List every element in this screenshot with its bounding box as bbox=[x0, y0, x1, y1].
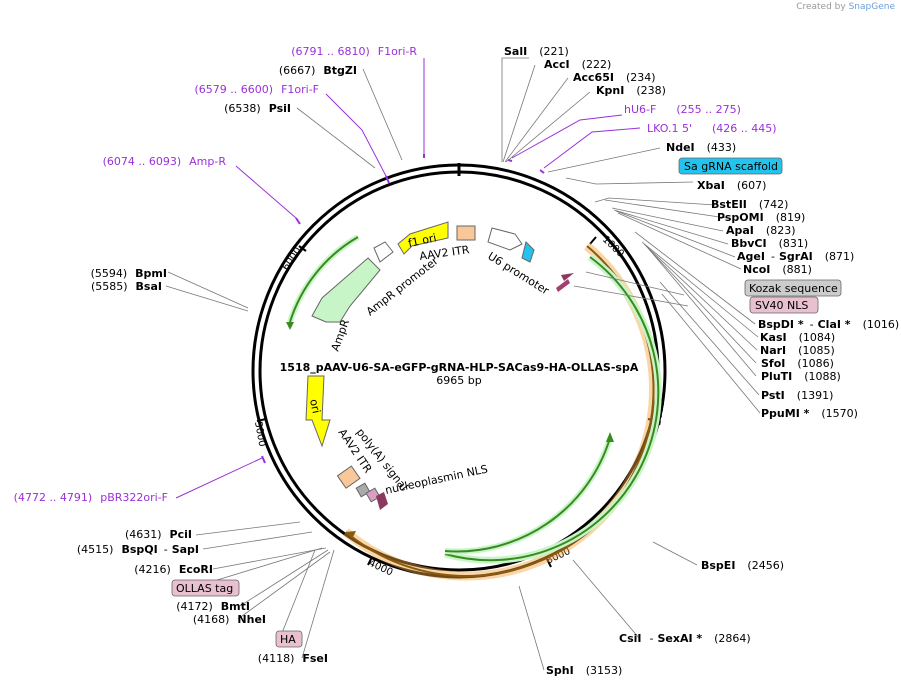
boxed-feature-labels: Sa gRNA scaffold Kozak sequence SV40 NLS… bbox=[171, 157, 842, 648]
inner-features bbox=[286, 221, 535, 510]
sv40-nls-marker bbox=[556, 279, 570, 292]
enzyme-apai: ApaI(823) bbox=[726, 224, 796, 237]
label-kozak-sequence: Kozak sequence bbox=[749, 282, 838, 295]
plasmid-length: 6965 bp bbox=[436, 374, 481, 387]
enzyme-xbai: XbaI(607) bbox=[697, 179, 766, 192]
enzyme-nari: NarI(1085) bbox=[760, 344, 835, 357]
label-sa-grna-scaffold: Sa gRNA scaffold bbox=[684, 160, 778, 173]
credit-prefix: Created by bbox=[796, 2, 846, 12]
primer-markers bbox=[261, 154, 545, 464]
sa-grna-scaffold-box bbox=[678, 157, 783, 175]
enzyme-fsei: (4118)FseI bbox=[258, 652, 328, 665]
enzyme-bbvci: BbvCI(831) bbox=[731, 237, 808, 250]
label-ampr: AmpR bbox=[329, 317, 353, 353]
primer-hu6-f: hU6-F(255 .. 275) bbox=[624, 103, 741, 116]
snapgene-logo-text: SnapGene bbox=[848, 2, 895, 12]
enzyme-agei-sgrai: AgeI-SgrAI(871) bbox=[737, 250, 854, 263]
nucleoplasmin-nls-marker bbox=[376, 492, 388, 510]
aav2-itr-right-box bbox=[336, 465, 361, 489]
primer-pbr322ori-f: (4772 .. 4791)pBR322ori-F bbox=[14, 491, 168, 504]
enzyme-bspdi-clai: BspDI *-ClaI *(1016) bbox=[758, 318, 899, 331]
enzyme-ndei: NdeI(433) bbox=[666, 141, 736, 154]
enzyme-bpmi: (5594)BpmI bbox=[91, 267, 167, 280]
enzyme-sphi: SphI(3153) bbox=[546, 664, 622, 677]
enzyme-bmti: (4172)BmtI bbox=[176, 600, 250, 613]
enzyme-pspomi: PspOMI(819) bbox=[717, 211, 805, 224]
enzyme-bspei: BspEI(2456) bbox=[701, 559, 784, 572]
label-ha: HA bbox=[280, 633, 296, 646]
enzyme-ncoi: NcoI(881) bbox=[743, 263, 812, 276]
label-ollas-tag: OLLAS tag bbox=[176, 582, 233, 595]
plasmid-name: 1518_pAAV-U6-SA-eGFP-gRNA-HLP-SACas9-HA-… bbox=[280, 361, 639, 374]
ampr-promoter-arrow bbox=[373, 241, 394, 263]
enzyme-nhei: (4168)NheI bbox=[193, 613, 266, 626]
ollas-tag-box bbox=[171, 579, 240, 597]
u6-promoter-arrow bbox=[487, 227, 523, 251]
ollas-box bbox=[365, 487, 381, 503]
enzyme-pluti: PluTI(1088) bbox=[761, 370, 841, 383]
aav2-itr-left-box bbox=[456, 225, 476, 241]
enzyme-acci: AccI(222) bbox=[544, 58, 611, 71]
tick-6000: 6000 bbox=[280, 246, 304, 273]
enzyme-kasi: KasI(1084) bbox=[760, 331, 835, 344]
enzyme-csii-sexai: CsiI-SexAI *(2864) bbox=[619, 632, 751, 645]
primer-amp-r: (6074 .. 6093)Amp-R bbox=[103, 155, 227, 168]
enzyme-psti: PstI(1391) bbox=[761, 389, 833, 402]
kozak-marker bbox=[561, 273, 574, 281]
label-ori: ori bbox=[307, 398, 323, 415]
enzyme-acc65i: Acc65I(234) bbox=[573, 71, 656, 84]
enzyme-btgzi: (6667)BtgZI bbox=[279, 64, 357, 77]
label-f1-ori: f1 ori bbox=[407, 231, 438, 250]
enzyme-sali: SalI(221) bbox=[504, 45, 569, 58]
enzyme-ppumi: PpuMI *(1570) bbox=[761, 407, 858, 420]
outer-feature-arcs bbox=[343, 242, 662, 581]
label-u6-promoter: U6 promoter bbox=[485, 250, 551, 298]
enzyme-bspqi-sapi: (4515)BspQI-SapI bbox=[77, 543, 199, 556]
enzyme-bsteii: BstEII(742) bbox=[711, 198, 788, 211]
primer-labels: (6791 .. 6810)F1ori-R (6579 .. 6600)F1or… bbox=[14, 45, 777, 504]
label-ampr-promoter: AmpR promoter bbox=[364, 254, 441, 318]
ampr-arrow bbox=[311, 257, 381, 323]
enzyme-pcii: (4631)PciI bbox=[125, 528, 192, 541]
enzyme-labels: SalI(221) AccI(222) Acc65I(234) KpnI(238… bbox=[77, 45, 899, 677]
tick-5000: 5000 bbox=[252, 421, 267, 448]
primer-lko1-5: LKO.1 5'(426 .. 445) bbox=[647, 122, 777, 135]
ha-box bbox=[275, 630, 303, 648]
label-sv40-nls: SV40 NLS bbox=[755, 299, 808, 312]
enzyme-psii: (6538)PsiI bbox=[224, 102, 291, 115]
enzyme-ecori: (4216)EcoRI bbox=[134, 563, 213, 576]
f1-ori-arrow bbox=[397, 221, 449, 255]
enzyme-bsai: (5585)BsaI bbox=[91, 280, 162, 293]
primer-leader-lines bbox=[175, 58, 641, 499]
leader-lines bbox=[165, 57, 761, 671]
sv40-nls-box bbox=[749, 296, 819, 314]
primer-f1ori-r: (6791 .. 6810)F1ori-R bbox=[291, 45, 417, 58]
primer-f1ori-f: (6579 .. 6600)F1ori-F bbox=[195, 83, 320, 96]
ori-arrow bbox=[305, 375, 331, 448]
sa-grna-scaffold-marker bbox=[521, 241, 535, 263]
snapgene-credit: Created by SnapGene bbox=[796, 2, 895, 12]
kozak-sequence-box bbox=[744, 279, 842, 297]
enzyme-kpni: KpnI(238) bbox=[596, 84, 666, 97]
enzyme-sfoi: SfoI(1086) bbox=[761, 357, 834, 370]
